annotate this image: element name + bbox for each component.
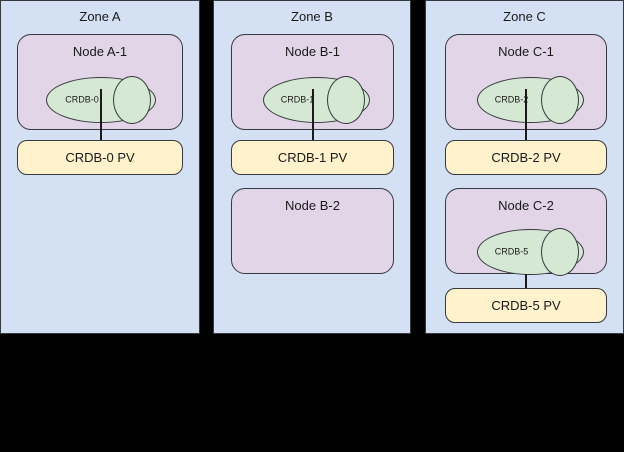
database-crdb-5-label: CRDB-5	[494, 246, 529, 257]
cylinder-end-cap-icon	[113, 76, 151, 124]
node-b-1[interactable]: Node B-1 CRDB-1	[231, 34, 394, 130]
volume-crdb-5-pv[interactable]: CRDB-5 PV	[445, 288, 607, 323]
database-crdb-1[interactable]: CRDB-1	[263, 76, 370, 124]
volume-crdb-1-pv-label: CRDB-1 PV	[277, 150, 348, 165]
database-crdb-0-label: CRDB-0	[65, 94, 99, 105]
connector-crdb-0-to-pv	[100, 89, 102, 141]
volume-crdb-0-pv[interactable]: CRDB-0 PV	[17, 140, 183, 175]
volume-crdb-0-pv-label: CRDB-0 PV	[65, 150, 135, 165]
zone-c[interactable]: Zone C Node C-1 CRDB-2 CRDB-2 PV Node C-…	[425, 0, 624, 334]
database-crdb-1-label: CRDB-1	[280, 94, 315, 105]
connector-crdb-5-to-pv	[525, 274, 527, 289]
node-a-1-title: Node A-1	[72, 44, 128, 59]
node-c-1[interactable]: Node C-1 CRDB-2	[445, 34, 607, 130]
zone-b-title: Zone B	[291, 9, 333, 24]
database-crdb-0[interactable]: CRDB-0	[46, 76, 156, 124]
connector-crdb-1-to-pv	[312, 89, 314, 141]
zone-a[interactable]: Zone A Node A-1 CRDB-0 CRDB-0 PV	[0, 0, 200, 334]
node-c-1-title: Node C-1	[498, 44, 554, 59]
zone-b[interactable]: Zone B Node B-1 CRDB-1 CRDB-1 PV Node B-…	[213, 0, 411, 334]
database-crdb-2[interactable]: CRDB-2	[477, 76, 584, 124]
node-b-1-title: Node B-1	[285, 44, 340, 59]
zone-a-title: Zone A	[79, 9, 121, 24]
database-crdb-5[interactable]: CRDB-5	[477, 228, 584, 276]
database-crdb-2-label: CRDB-2	[494, 94, 529, 105]
volume-crdb-5-pv-label: CRDB-5 PV	[491, 298, 561, 313]
node-c-2[interactable]: Node C-2 CRDB-5	[445, 188, 607, 276]
volume-crdb-2-pv-label: CRDB-2 PV	[491, 150, 561, 165]
cylinder-end-cap-icon	[541, 228, 579, 276]
volume-crdb-2-pv[interactable]: CRDB-2 PV	[445, 140, 607, 175]
node-c-2-title: Node C-2	[498, 198, 554, 213]
cylinder-end-cap-icon	[327, 76, 365, 124]
connector-crdb-2-to-pv	[525, 89, 527, 141]
zone-c-title: Zone C	[503, 9, 546, 24]
volume-crdb-1-pv[interactable]: CRDB-1 PV	[231, 140, 394, 175]
node-b-2[interactable]: Node B-2	[231, 188, 394, 274]
node-b-2-title: Node B-2	[285, 198, 340, 213]
cylinder-end-cap-icon	[541, 76, 579, 124]
